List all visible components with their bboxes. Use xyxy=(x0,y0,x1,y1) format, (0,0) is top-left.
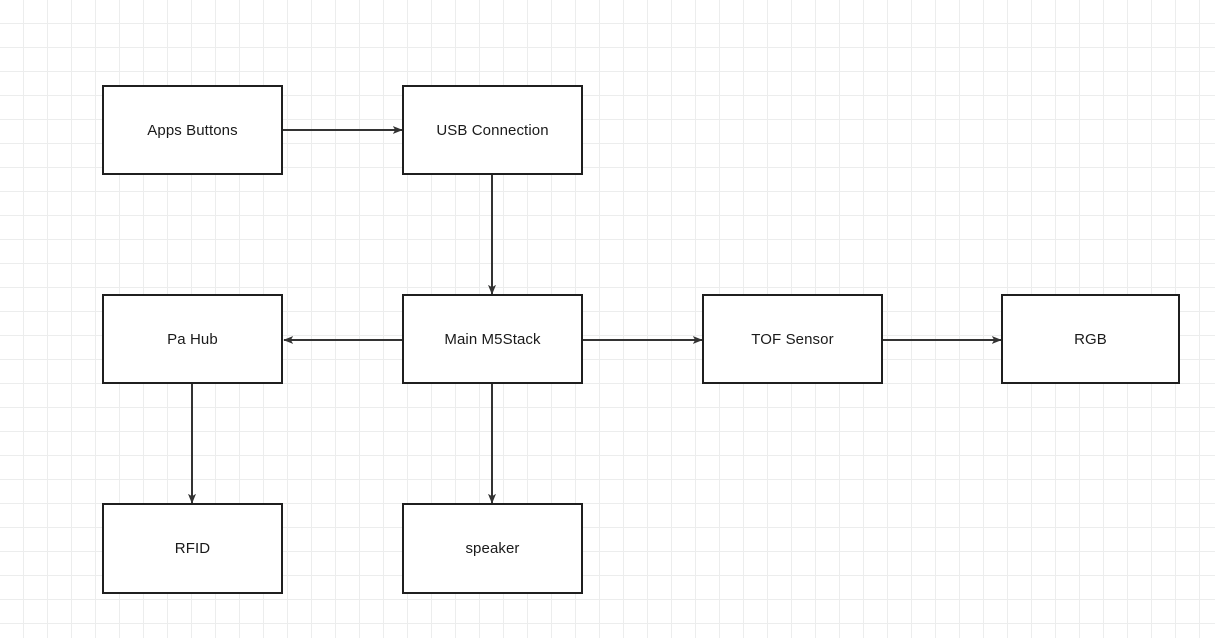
node-label-rgb: RGB xyxy=(1074,330,1107,348)
node-speaker[interactable]: speaker xyxy=(402,503,583,594)
node-main-m5stack[interactable]: Main M5Stack xyxy=(402,294,583,384)
node-pa-hub[interactable]: Pa Hub xyxy=(102,294,283,384)
node-label-tof-sensor: TOF Sensor xyxy=(751,330,834,348)
node-label-pa-hub: Pa Hub xyxy=(167,330,218,348)
node-label-speaker: speaker xyxy=(465,540,520,557)
node-apps-buttons[interactable]: Apps Buttons xyxy=(102,85,283,175)
node-label-apps-buttons: Apps Buttons xyxy=(147,121,238,139)
node-label-rfid: RFID xyxy=(174,540,211,557)
node-tof-sensor[interactable]: TOF Sensor xyxy=(702,294,883,384)
node-label-main-m5stack: Main M5Stack xyxy=(444,330,541,348)
node-rfid[interactable]: RFID xyxy=(102,503,283,594)
node-rgb[interactable]: RGB xyxy=(1001,294,1180,384)
node-label-usb-connection: USB Connection xyxy=(436,121,549,139)
node-usb-connection[interactable]: USB Connection xyxy=(402,85,583,175)
